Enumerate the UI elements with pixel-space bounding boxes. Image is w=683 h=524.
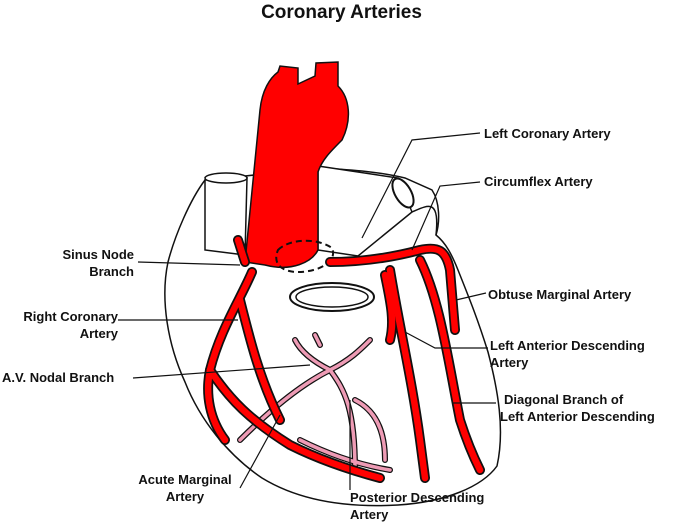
leader-lines — [118, 132, 496, 490]
label-acute-marginal-line1: Acute Marginal — [138, 472, 232, 487]
aortic-valve-ring — [289, 282, 375, 312]
label-lad-line2: Artery — [490, 355, 529, 370]
leader-av-nodal — [132, 364, 311, 379]
left-atrium-edge — [411, 205, 438, 236]
leader-acute-marginal — [239, 414, 281, 489]
leader-circumflex — [411, 181, 481, 251]
leader-lad — [404, 331, 488, 349]
pulmonary-vessel-opening — [391, 177, 415, 209]
label-circumflex-artery: Circumflex Artery — [484, 174, 593, 189]
diagram-title: Coronary Arteries — [261, 2, 422, 23]
leader-sinus-node — [137, 261, 241, 266]
label-av-nodal-branch: A.V. Nodal Branch — [2, 370, 115, 385]
label-diagonal-line2: Left Anterior Descending — [500, 409, 655, 424]
label-right-coronary-line2: Artery — [79, 326, 118, 341]
coronary-arteries — [203, 235, 485, 483]
label-diagonal-line1: Diagonal Branch of — [504, 392, 624, 407]
label-acute-marginal-line2: Artery — [165, 489, 205, 504]
leader-left-coronary — [361, 132, 481, 239]
label-right-coronary-line1: Right Coronary — [23, 309, 118, 324]
aortic-root-dashed — [275, 239, 335, 274]
label-sinus-node-line1: Sinus Node — [62, 247, 134, 262]
label-posterior-descending-line1: Posterior Descending — [350, 490, 485, 505]
label-sinus-node-line2: Branch — [89, 264, 134, 279]
label-left-coronary-artery: Left Coronary Artery — [484, 126, 611, 141]
label-lad-line1: Left Anterior Descending — [490, 338, 645, 353]
vena-cava-opening — [204, 172, 248, 184]
label-posterior-descending-line2: Artery — [350, 507, 389, 522]
leader-obtuse-marginal — [455, 292, 487, 301]
label-obtuse-marginal-artery: Obtuse Marginal Artery — [488, 287, 632, 302]
aorta — [244, 61, 350, 269]
